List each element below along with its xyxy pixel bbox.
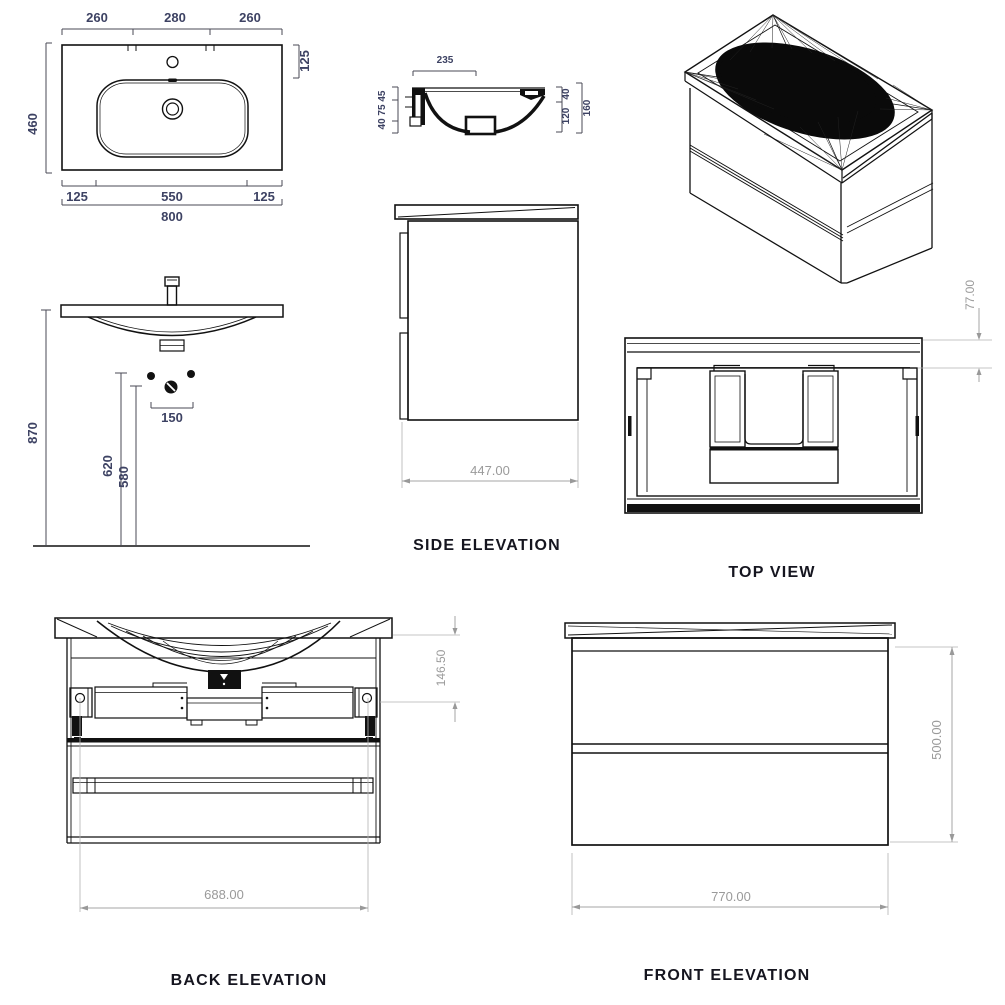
basin-plan-view: 260 280 260 460 125 125 550 125 800 <box>25 2 325 226</box>
wall-elevation-svg: 150 870 620 580 <box>25 276 310 547</box>
dim-bottom-left: 125 <box>66 189 88 204</box>
tap-hole <box>166 55 179 69</box>
top-view-geometry <box>624 337 923 514</box>
dim-left-stack: 40 75 45 <box>377 90 388 129</box>
wall-elevation-view: 150 870 620 580 <box>25 270 320 562</box>
basin-section-dim-brackets <box>392 70 583 134</box>
tap <box>164 276 180 287</box>
dim-bracket-height: 146.50 <box>434 649 448 686</box>
wall-elevation-dim-lines <box>41 309 194 546</box>
dim-cabinet-height: 500.00 <box>929 720 944 760</box>
dim-bottom-center: 550 <box>161 189 183 204</box>
top-view-label: TOP VIEW <box>728 564 815 581</box>
section-waste <box>464 115 497 136</box>
back-elevation-label: BACK ELEVATION <box>171 972 328 989</box>
basin-section-geometry <box>405 87 546 136</box>
dim-top-center: 280 <box>164 10 186 25</box>
side-elevation-geometry <box>394 204 579 421</box>
dim-top-right: 260 <box>239 10 261 25</box>
supply-point-left <box>147 372 155 380</box>
dim-depth: 460 <box>25 113 40 135</box>
dim-top-left: 260 <box>86 10 108 25</box>
isometric-svg <box>683 14 934 284</box>
dim-bowl-width: 235 <box>437 55 454 66</box>
front-elevation-view: 500.00 770.00 FRONT ELEVATION <box>558 613 1000 993</box>
drawer-gap <box>572 743 888 754</box>
isometric-geometry <box>683 14 934 284</box>
back-elevation-geometry <box>54 617 393 844</box>
dim-bowl-depth: 120 <box>561 107 572 124</box>
basin-section-svg: 235 40 75 45 40 120 160 <box>377 55 593 136</box>
back-elevation-dims <box>79 616 460 912</box>
dim-overall-width: 800 <box>161 209 183 224</box>
front-elevation-label: FRONT ELEVATION <box>644 967 811 984</box>
basin-section-view: 235 40 75 45 40 120 160 <box>375 50 605 145</box>
back-elevation-svg: 688.00 146.50 BACK ELEVATION <box>54 616 460 989</box>
overflow-slot <box>168 78 177 82</box>
drawer-front-lower <box>399 332 409 420</box>
dim-total-height: 160 <box>582 99 593 116</box>
side-elevation-label: SIDE ELEVATION <box>413 537 561 554</box>
dim-waste-height: 580 <box>116 466 131 488</box>
dim-cabinet-width: 770.00 <box>711 889 751 904</box>
isometric-view <box>650 5 950 295</box>
top-view-dim <box>918 308 992 382</box>
dim-taphole-offset: 125 <box>297 50 312 72</box>
basin-plan-svg: 260 280 260 460 125 125 550 125 800 <box>25 10 312 224</box>
dim-bottom-right: 125 <box>253 189 275 204</box>
basin-plan-dim-brackets <box>45 28 300 206</box>
dim-rim-height: 40 <box>561 88 572 100</box>
side-elevation-svg: 447.00 SIDE ELEVATION <box>394 204 579 554</box>
dim-rim-height: 870 <box>25 422 40 444</box>
front-elevation-svg: 500.00 770.00 FRONT ELEVATION <box>564 622 958 984</box>
dim-supply-height: 620 <box>100 455 115 477</box>
back-elevation-view: 688.00 146.50 BACK ELEVATION <box>48 608 463 993</box>
dim-centres: 150 <box>161 410 183 425</box>
front-elevation-geometry <box>564 622 896 846</box>
top-view-svg: 77.00 TOP VIEW <box>624 280 992 581</box>
mesh-fan-lines <box>684 14 933 171</box>
basin-plan-geometry <box>61 44 283 171</box>
wall-elevation-geometry <box>33 276 310 547</box>
supply-point-right <box>187 370 195 378</box>
drawer-front-upper <box>399 232 409 319</box>
dim-fixing-centres: 688.00 <box>204 887 244 902</box>
top-view: 77.00 TOP VIEW <box>618 268 1000 590</box>
dim-overhang: 77.00 <box>963 280 977 310</box>
side-elevation-view: 447.00 SIDE ELEVATION <box>388 198 588 563</box>
side-elevation-dim <box>401 422 579 488</box>
front-elevation-dims <box>571 646 958 915</box>
waste-block <box>208 670 241 689</box>
dim-depth: 447.00 <box>470 463 510 478</box>
waste-outlet <box>161 98 184 120</box>
